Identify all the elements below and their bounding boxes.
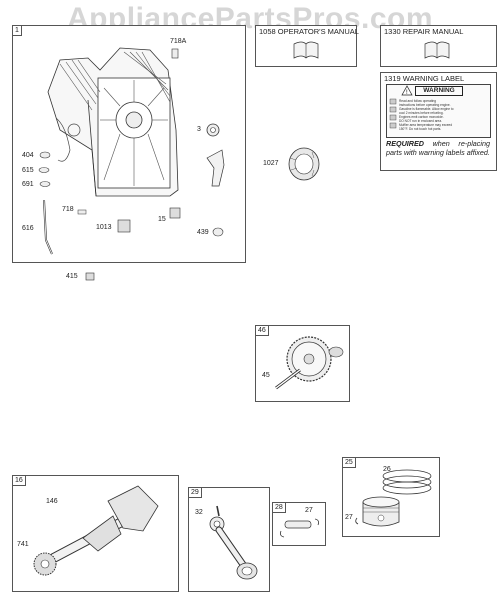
warning-sticker: ! WARNING Read and follow operating inst… [386, 84, 491, 138]
label-1013: 1013 [96, 224, 112, 231]
piston-pin-box: 28 27 [272, 502, 326, 546]
warning-row: Read and follow operating [399, 99, 437, 103]
box-number: 1 [13, 26, 22, 36]
label-3: 3 [197, 126, 201, 133]
label-32: 32 [195, 509, 203, 516]
warning-row: Gasoline is flammable. Allow engine to [399, 107, 454, 111]
label-691: 691 [22, 181, 34, 188]
warning-row: Muffler area temperature may exceed [399, 123, 453, 127]
required-word: REQUIRED [386, 139, 424, 148]
connecting-rod-box: 29 32 [188, 487, 270, 592]
label-404: 404 [22, 152, 34, 159]
label-26: 26 [383, 466, 391, 473]
label-45: 45 [262, 372, 270, 379]
label-27: 27 [345, 514, 353, 521]
box-number: 16 [13, 476, 26, 486]
required-note: REQUIRED when re-placing parts with warn… [386, 139, 490, 157]
piston-illustration [355, 469, 432, 527]
operators-manual-title: 1058 OPERATOR'S MANUAL [259, 27, 359, 36]
manual-book-icon [424, 41, 450, 59]
piston-pin-illustration [280, 518, 319, 538]
manual-book-icon [293, 41, 319, 59]
warning-row: DO NOT run in enclosed area. [399, 119, 442, 123]
label-146: 146 [46, 498, 58, 505]
label-27: 27 [305, 507, 313, 514]
label-718A: 718A [170, 38, 187, 45]
label-415: 415 [66, 273, 78, 280]
operators-manual-box: 1058 OPERATOR'S MANUAL [255, 25, 359, 67]
svg-text:!: ! [406, 89, 408, 96]
warning-row: instructions before operating engine. [399, 103, 451, 107]
label-15: 15 [158, 216, 166, 223]
box-number: 28 [273, 503, 286, 513]
warning-row: 150°F. Do not touch hot parts. [399, 127, 442, 131]
warning-row: Engines emit carbon monoxide. [399, 115, 444, 119]
warning-row: cool 2 minutes before refueling. [399, 111, 444, 115]
label-439: 439 [197, 229, 209, 236]
piston-box: 25 26 27 [342, 457, 440, 537]
required-text: when re-placing parts with warning label… [386, 139, 490, 157]
crankshaft-illustration [33, 485, 159, 576]
box-number: 29 [189, 488, 202, 498]
warning-label-box: 1319 WARNING LABEL ! WARNING Read and fo… [380, 72, 497, 171]
warning-triangle-icon: ! [389, 85, 413, 129]
box-number: 25 [343, 458, 356, 468]
label-718: 718 [62, 206, 74, 213]
repair-manual-box: 1330 REPAIR MANUAL [380, 25, 497, 67]
label-615: 615 [22, 167, 34, 174]
warning-label-title: 1319 WARNING LABEL [384, 74, 465, 83]
label-616: 616 [22, 225, 34, 232]
warning-header: WARNING [415, 86, 463, 96]
camshaft-box: 46 45 [255, 325, 350, 402]
repair-manual-title: 1330 REPAIR MANUAL [384, 27, 464, 36]
box-number: 46 [256, 326, 269, 336]
label-1027: 1027 [263, 160, 279, 167]
camshaft-gear-illustration [275, 336, 344, 390]
label-741: 741 [17, 541, 29, 548]
crankshaft-box: 16 146 741 [12, 475, 179, 592]
connecting-rod-illustration [209, 505, 258, 580]
